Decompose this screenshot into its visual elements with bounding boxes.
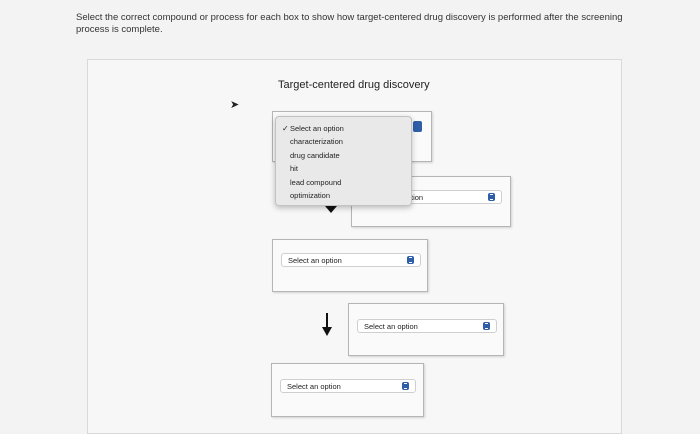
checkmark-icon: ✓: [282, 124, 289, 133]
arrow-cursor-icon: ➤: [230, 99, 240, 111]
box3-select[interactable]: Select an option: [281, 253, 421, 267]
flow-box-5: Select an option: [271, 363, 424, 417]
select-stepper-icon: [488, 193, 495, 201]
select-stepper-icon: [407, 256, 414, 264]
box5-select-text: Select an option: [287, 382, 341, 391]
select-stepper-icon: [483, 322, 490, 330]
dropdown-option-drug-candidate[interactable]: drug candidate: [290, 151, 340, 160]
dropdown-option-hit[interactable]: hit: [290, 164, 298, 173]
instructions-text: Select the correct compound or process f…: [76, 12, 623, 35]
box4-select-text: Select an option: [364, 322, 418, 331]
dropdown-option-selected[interactable]: Select an option: [290, 124, 344, 133]
arrow-down-icon: [322, 313, 332, 339]
dropdown-option-optimization[interactable]: optimization: [290, 191, 331, 200]
box4-select[interactable]: Select an option: [357, 319, 497, 333]
flow-box-3: Select an option: [272, 239, 428, 292]
select-stepper-icon: [402, 382, 409, 390]
box5-select[interactable]: Select an option: [280, 379, 416, 393]
dropdown-option-lead-compound[interactable]: lead compound: [290, 178, 342, 187]
flow-box-4: Select an option: [348, 303, 504, 356]
box2-select-text: tion: [411, 193, 424, 202]
box3-select-text: Select an option: [288, 256, 342, 265]
dropdown-option-characterization[interactable]: characterization: [290, 137, 343, 146]
panel-title: Target-centered drug discovery: [278, 79, 430, 91]
option-dropdown-menu[interactable]: ✓ Select an option characterization drug…: [275, 116, 412, 206]
select-stepper-icon[interactable]: [413, 121, 422, 132]
arrow-down-icon: [325, 206, 337, 213]
